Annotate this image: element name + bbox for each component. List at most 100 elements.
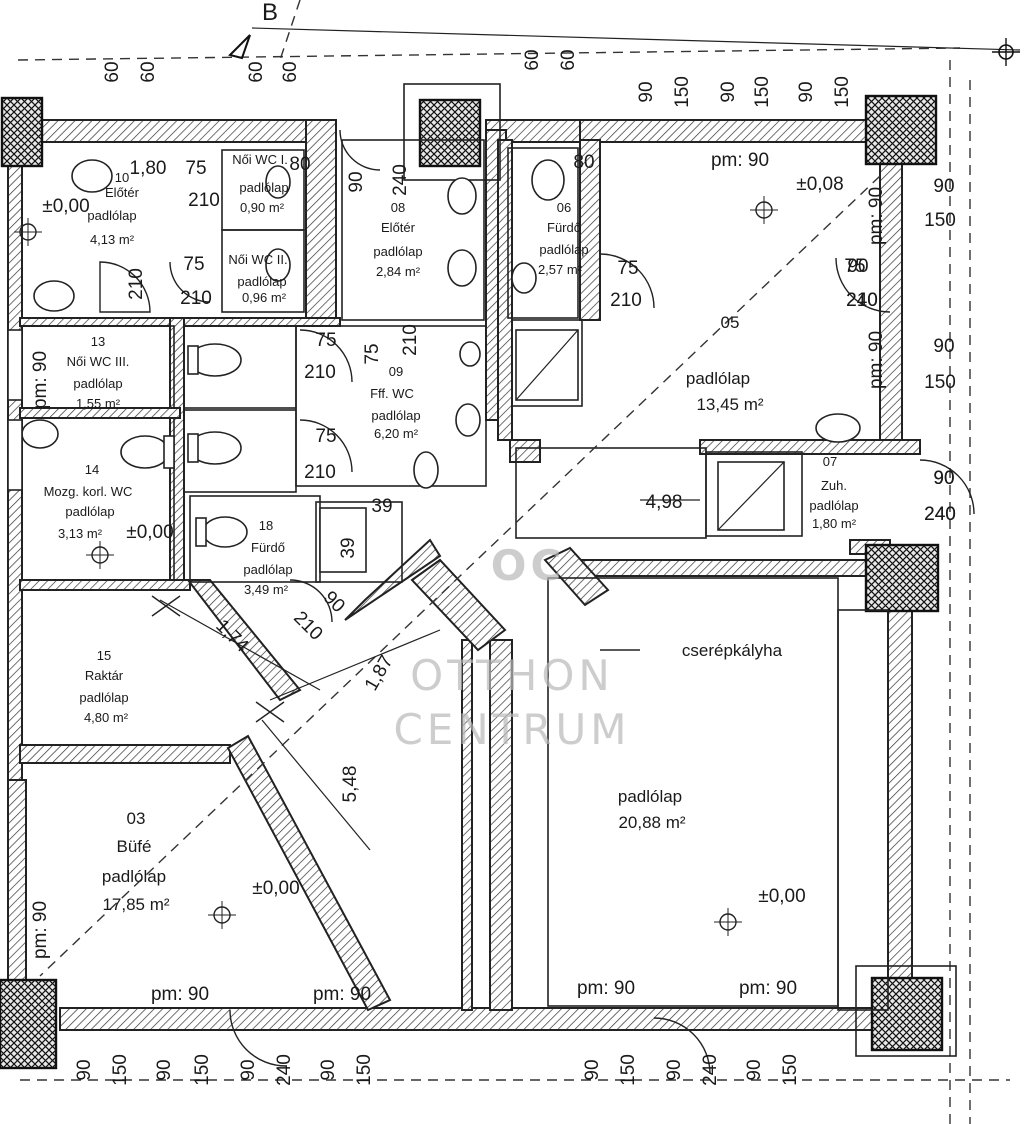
watermark-logo: OC	[491, 541, 566, 590]
svg-text:10: 10	[115, 170, 129, 185]
sink-icon	[459, 341, 481, 367]
svg-text:padlólap: padlólap	[371, 408, 420, 423]
svg-text:03: 03	[127, 809, 146, 828]
svg-text:75: 75	[844, 256, 865, 277]
svg-text:90: 90	[933, 468, 954, 489]
svg-text:240: 240	[700, 1054, 721, 1086]
svg-text:60: 60	[138, 61, 159, 82]
room-07: 07 Zuh. padlólap 1,80 m²	[809, 454, 858, 531]
svg-text:240: 240	[924, 504, 956, 525]
svg-text:Mozg. korl. WC: Mozg. korl. WC	[44, 484, 133, 499]
svg-text:210: 210	[304, 462, 336, 483]
svg-text:padlólap: padlólap	[618, 787, 682, 806]
room-14: 14 Mozg. korl. WC padlólap 3,13 m² ±0,00	[44, 462, 174, 543]
svg-text:90: 90	[796, 81, 817, 102]
svg-text:150: 150	[672, 76, 693, 108]
svg-text:210: 210	[400, 324, 421, 356]
svg-text:90: 90	[847, 256, 868, 277]
svg-text:240: 240	[924, 504, 956, 525]
svg-text:17,85 m²: 17,85 m²	[102, 895, 169, 914]
svg-text:padlólap: padlólap	[239, 180, 288, 195]
svg-text:pm: 90: pm: 90	[151, 984, 209, 1005]
svg-text:240: 240	[390, 164, 411, 196]
toilet-icon	[120, 435, 170, 469]
svg-text:60: 60	[280, 61, 301, 82]
sink-icon	[71, 159, 113, 193]
svg-text:pm: 90: pm: 90	[577, 978, 635, 999]
toilet-icon	[815, 413, 861, 443]
svg-text:90: 90	[582, 1059, 603, 1080]
outer-dashed-lines	[17, 0, 1021, 1124]
bathtub-icon	[319, 507, 367, 573]
sink-icon	[21, 419, 59, 449]
svg-text:75: 75	[315, 330, 336, 351]
svg-text:Női WC II.: Női WC II.	[228, 252, 287, 267]
svg-text:padlólap: padlólap	[539, 242, 588, 257]
svg-text:210: 210	[188, 190, 220, 211]
sanitary-fixtures	[7, 159, 861, 573]
room-18: 18 Fürdő padlólap 3,49 m²	[243, 518, 292, 597]
svg-text:240: 240	[274, 1054, 295, 1086]
columns	[0, 83, 957, 1070]
inner-dimensions: 1,80 75 80 90 240 80 210 75 210 210 75 2…	[126, 152, 956, 802]
svg-text:4,98: 4,98	[646, 492, 683, 513]
svg-text:pm: 90: pm: 90	[866, 331, 887, 389]
svg-text:90: 90	[74, 1059, 95, 1080]
svg-text:padlólap: padlólap	[102, 867, 166, 886]
svg-text:150: 150	[354, 1054, 375, 1086]
svg-text:1,87: 1,87	[361, 652, 398, 695]
room-11: Női WC I. padlólap 0,90 m²	[232, 152, 288, 215]
svg-text:90: 90	[346, 171, 367, 192]
svg-text:75: 75	[185, 158, 206, 179]
svg-text:Fürdő: Fürdő	[251, 540, 285, 555]
svg-text:6,20 m²: 6,20 m²	[374, 426, 419, 441]
svg-text:150: 150	[924, 210, 956, 231]
svg-text:90: 90	[319, 587, 349, 617]
svg-text:39: 39	[371, 496, 392, 517]
svg-text:5,48: 5,48	[340, 766, 361, 803]
corner-marker: B	[228, 0, 1020, 66]
right-dimensions: 90 150 90 240 90 150 90 240 pm: 90 pm: 9…	[846, 176, 956, 525]
svg-text:13,45 m²: 13,45 m²	[696, 395, 763, 414]
svg-text:0,90 m²: 0,90 m²	[240, 200, 285, 215]
svg-text:3,49 m²: 3,49 m²	[244, 582, 289, 597]
svg-text:240: 240	[846, 290, 878, 311]
svg-text:90: 90	[318, 1059, 339, 1080]
room-12: Női WC II. padlólap 0,96 m²	[228, 252, 287, 305]
sink-icon	[33, 280, 75, 312]
svg-text:90: 90	[238, 1059, 259, 1080]
svg-text:60: 60	[522, 49, 543, 70]
svg-text:150: 150	[780, 1054, 801, 1086]
svg-text:90: 90	[933, 336, 954, 357]
svg-text:Zuh.: Zuh.	[821, 478, 847, 493]
svg-text:150: 150	[924, 372, 956, 393]
svg-text:90: 90	[744, 1059, 765, 1080]
svg-text:2,84 m²: 2,84 m²	[376, 264, 421, 279]
svg-text:150: 150	[618, 1054, 639, 1086]
level-marks	[14, 196, 778, 936]
room-08: 08 Előtér padlólap 2,84 m²	[373, 200, 422, 279]
svg-text:padlólap: padlólap	[809, 498, 858, 513]
svg-text:39: 39	[338, 537, 359, 558]
svg-text:pm: 90: pm: 90	[711, 150, 769, 171]
svg-text:60: 60	[246, 61, 267, 82]
svg-text:4,13 m²: 4,13 m²	[90, 232, 135, 247]
room-09: 09 Fff. WC padlólap 6,20 m²	[370, 364, 420, 441]
svg-text:4,80 m²: 4,80 m²	[84, 710, 129, 725]
svg-text:18: 18	[259, 518, 273, 533]
svg-text:14: 14	[85, 462, 99, 477]
watermark: OC OTTHON CENTRUM	[393, 541, 626, 754]
svg-text:pm: 90: pm: 90	[313, 984, 371, 1005]
svg-text:150: 150	[110, 1054, 131, 1086]
svg-text:Női WC III.: Női WC III.	[67, 354, 130, 369]
top-dimensions: 60 60 60 60 60 60 90 150 90 150 90 150	[102, 49, 853, 107]
svg-text:60: 60	[102, 61, 123, 82]
svg-text:Büfé: Büfé	[117, 837, 152, 856]
svg-text:1,55 m²: 1,55 m²	[76, 396, 121, 411]
room-13: 13 Női WC III. padlólap 1,55 m²	[67, 334, 130, 411]
svg-text:210: 210	[610, 290, 642, 311]
svg-text:padlólap: padlólap	[87, 208, 136, 223]
svg-text:±0,00: ±0,00	[126, 522, 173, 543]
svg-text:20,88 m²: 20,88 m²	[618, 813, 685, 832]
